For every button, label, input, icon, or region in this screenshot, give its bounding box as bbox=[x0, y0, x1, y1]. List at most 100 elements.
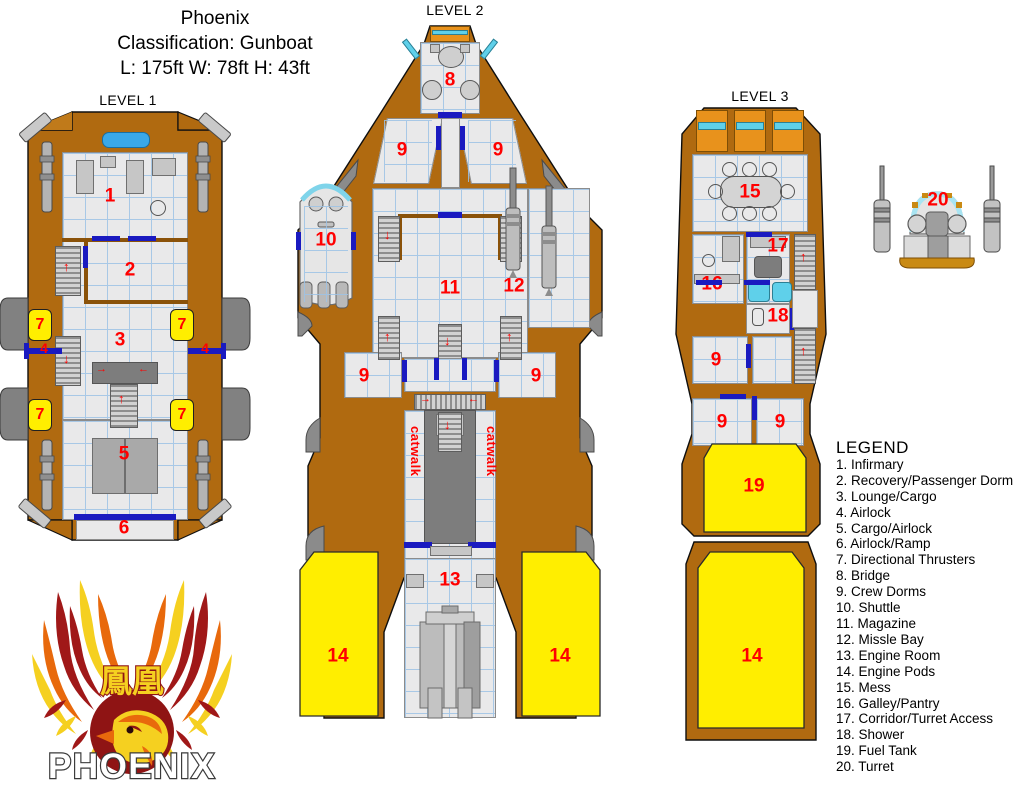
stair-direction-arrow: ↑ bbox=[800, 249, 807, 264]
lift-arrow-left: ← bbox=[138, 363, 149, 375]
door bbox=[402, 360, 407, 382]
turret-graphic bbox=[873, 165, 1001, 269]
bow-window bbox=[698, 122, 726, 130]
staircase-up bbox=[500, 316, 522, 360]
staircase-up bbox=[378, 316, 400, 360]
room-number-12: 12 bbox=[503, 275, 525, 297]
legend-item: 4. Airlock bbox=[836, 504, 891, 520]
stair-direction-arrow: ↑ bbox=[118, 391, 125, 406]
room-number-9: 9 bbox=[396, 139, 408, 161]
galley-burner bbox=[702, 254, 715, 267]
dorm-door bbox=[752, 396, 757, 420]
lift-arrow-right: → bbox=[96, 363, 107, 375]
ramp-door bbox=[74, 514, 176, 520]
infirmary-bed bbox=[76, 160, 94, 194]
ship-name: Phoenix bbox=[180, 8, 250, 29]
fuel-tank-shape bbox=[698, 440, 810, 536]
ramp-stairs bbox=[414, 394, 486, 410]
galley-appliance bbox=[722, 236, 740, 262]
magazine-wall bbox=[398, 216, 402, 260]
legend-heading: LEGEND bbox=[836, 438, 909, 457]
bridge-door bbox=[438, 112, 462, 118]
engine-room-door bbox=[404, 542, 432, 548]
infirmary-cabinet bbox=[100, 156, 116, 168]
bulkhead bbox=[430, 546, 472, 556]
logo-phoenix-head bbox=[96, 710, 169, 766]
level-2-deck-plan: 8 9 9 10 ↓ ↓ 11 bbox=[280, 18, 620, 789]
mess-chair bbox=[722, 162, 737, 177]
dorm-door bbox=[720, 394, 746, 399]
mess-chair bbox=[762, 206, 777, 221]
legend-item: 16. Galley/Pantry bbox=[836, 695, 940, 711]
thruster-tag-7-aft-stbd: 7 bbox=[170, 399, 194, 431]
stair-direction-arrow: ↓ bbox=[63, 351, 70, 366]
room-number-9: 9 bbox=[358, 365, 370, 387]
infirmary-bed bbox=[126, 160, 144, 194]
mess-chair bbox=[722, 206, 737, 221]
mess-chair bbox=[780, 184, 795, 199]
legend-item: 3. Lounge/Cargo bbox=[836, 488, 937, 504]
level-3-label: LEVEL 3 bbox=[731, 88, 789, 104]
infirmary-table bbox=[150, 200, 166, 216]
partition-wall bbox=[62, 238, 188, 242]
room-number-8: 8 bbox=[444, 69, 456, 91]
airlock-seal bbox=[24, 343, 29, 359]
stair-direction-arrow: ↓ bbox=[444, 333, 451, 348]
ramp-floor bbox=[76, 520, 174, 540]
door bbox=[462, 358, 467, 380]
stair-direction-arrow: ↓ bbox=[384, 227, 391, 242]
mess-chair bbox=[742, 206, 757, 221]
thruster-tag-7-aft-port: 7 bbox=[28, 399, 52, 431]
engine-pod-starboard bbox=[514, 546, 606, 722]
phoenix-logo-graphic: 鳳凰 PHOENIX bbox=[32, 580, 232, 787]
airlock-door bbox=[188, 348, 224, 354]
room-number-17: 17 bbox=[767, 235, 789, 257]
bow-window bbox=[774, 122, 802, 130]
legend-item: 18. Shower bbox=[836, 727, 905, 743]
console-unit bbox=[460, 44, 470, 53]
missile-tube-outboard bbox=[541, 185, 557, 296]
phoenix-logo: 鳳凰 PHOENIX bbox=[18, 550, 246, 788]
dorm-door bbox=[436, 126, 441, 150]
stair-direction-arrow: ↑ bbox=[63, 259, 70, 274]
door bbox=[696, 280, 722, 285]
level-2-label: LEVEL 2 bbox=[426, 2, 484, 18]
legend-item: 2. Recovery/Passenger Dorm bbox=[836, 472, 1013, 488]
room-number-11: 11 bbox=[439, 277, 461, 299]
stair-direction-arrow: ↑ bbox=[800, 343, 807, 358]
pilot-station bbox=[460, 80, 480, 100]
legend: LEGEND 1. Infirmary 2. Recovery/Passenge… bbox=[836, 438, 1013, 775]
room-number-1: 1 bbox=[104, 185, 116, 207]
door bbox=[434, 358, 439, 380]
thruster-tag-7-fwd-port: 7 bbox=[28, 309, 52, 341]
room-number-9: 9 bbox=[710, 349, 722, 371]
cargo-seam bbox=[124, 438, 126, 494]
mess-chair bbox=[742, 162, 757, 177]
legend-item: 15. Mess bbox=[836, 679, 891, 695]
legend-list: 1. Infirmary 2. Recovery/Passenger Dorm … bbox=[836, 457, 1013, 775]
logo-kanji: 鳳凰 bbox=[100, 662, 164, 700]
stair-landing bbox=[792, 290, 818, 328]
passage-floor bbox=[752, 336, 792, 384]
bow-panel bbox=[734, 110, 766, 152]
legend-item: 10. Shuttle bbox=[836, 600, 901, 616]
legend-item: 20. Turret bbox=[836, 759, 894, 775]
missile-tube-inboard bbox=[505, 167, 521, 278]
stair-direction-arrow: ↓ bbox=[444, 417, 451, 432]
staircase-up bbox=[55, 246, 81, 296]
aft-vestibule-floor bbox=[404, 358, 496, 392]
engine-room-door bbox=[468, 542, 496, 548]
room-number-4-port: 4 bbox=[40, 340, 48, 356]
title-block: Phoenix Classification: Gunboat L: 175ft… bbox=[0, 6, 430, 81]
legend-item: 17. Corridor/Turret Access bbox=[836, 711, 994, 727]
shower-stall bbox=[748, 282, 770, 302]
room-number-9: 9 bbox=[492, 139, 504, 161]
stair-arrow-left: ← bbox=[468, 393, 479, 405]
bow-window bbox=[736, 122, 764, 130]
corridor-floor bbox=[441, 118, 460, 188]
legend-item: 12. Missle Bay bbox=[836, 631, 924, 647]
room-number-9: 9 bbox=[716, 411, 728, 433]
room-number-9: 9 bbox=[530, 365, 542, 387]
room-number-2: 2 bbox=[124, 259, 136, 281]
legend-item: 7. Directional Thrusters bbox=[836, 552, 976, 568]
